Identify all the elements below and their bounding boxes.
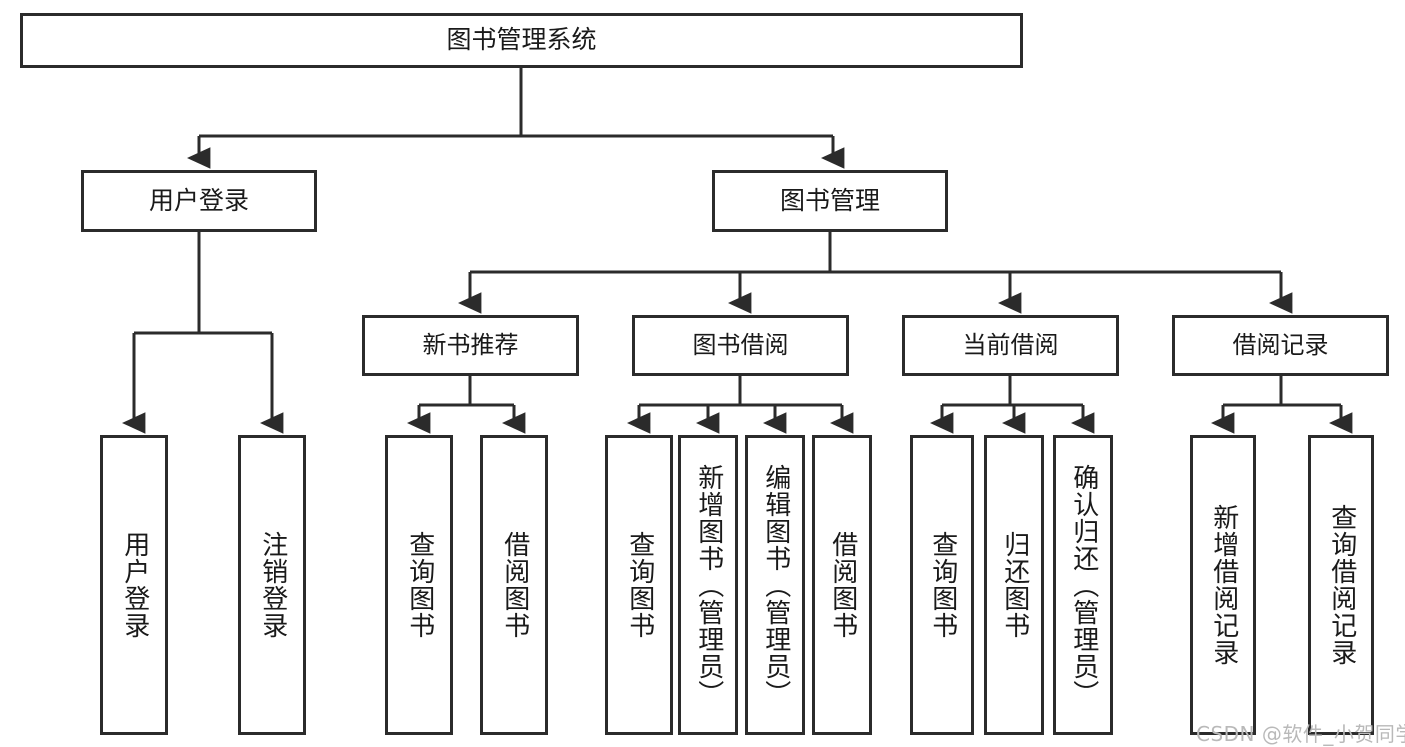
node-user-login[interactable]: 用户登录 <box>81 170 317 232</box>
node-leaf-return-book[interactable]: 归还图书 <box>984 435 1044 735</box>
node-book-manage[interactable]: 图书管理 <box>712 170 948 232</box>
node-leaf-confirm-return[interactable]: 确认归还（管理员） <box>1053 435 1113 735</box>
node-leaf-user-login-label: 用户登录 <box>119 531 150 639</box>
node-leaf-add-book[interactable]: 新增图书（管理员） <box>678 435 738 735</box>
node-book-borrow-label: 图书借阅 <box>692 330 789 359</box>
node-new-book-rec-label: 新书推荐 <box>422 330 519 359</box>
node-borrow-record-label: 借阅记录 <box>1232 330 1329 359</box>
node-leaf-user-login[interactable]: 用户登录 <box>100 435 168 735</box>
node-leaf-query-book-1-label: 查询图书 <box>404 531 435 639</box>
node-borrow-record[interactable]: 借阅记录 <box>1172 315 1389 376</box>
node-leaf-borrow-book-1-label: 借阅图书 <box>499 531 530 639</box>
node-leaf-edit-book[interactable]: 编辑图书（管理员） <box>745 435 805 735</box>
node-book-manage-label: 图书管理 <box>779 185 880 215</box>
node-leaf-return-book-label: 归还图书 <box>999 531 1030 639</box>
node-leaf-add-book-label: 新增图书（管理员） <box>693 463 724 707</box>
node-leaf-borrow-book-1[interactable]: 借阅图书 <box>480 435 548 735</box>
node-leaf-confirm-return-label: 确认归还（管理员） <box>1068 463 1099 707</box>
node-leaf-borrow-book-2[interactable]: 借阅图书 <box>812 435 872 735</box>
node-current-borrow-label: 当前借阅 <box>962 330 1059 359</box>
node-root-label: 图书管理系统 <box>446 25 597 55</box>
node-leaf-borrow-book-2-label: 借阅图书 <box>827 531 858 639</box>
node-leaf-logout-label: 注销登录 <box>257 531 288 639</box>
node-book-borrow[interactable]: 图书借阅 <box>632 315 849 376</box>
node-leaf-add-record-label: 新增借阅记录 <box>1208 504 1239 666</box>
node-user-login-label: 用户登录 <box>148 185 249 215</box>
node-new-book-rec[interactable]: 新书推荐 <box>362 315 579 376</box>
node-leaf-query-book-2-label: 查询图书 <box>624 531 655 639</box>
node-leaf-add-record[interactable]: 新增借阅记录 <box>1190 435 1256 735</box>
node-leaf-query-record-label: 查询借阅记录 <box>1326 504 1357 666</box>
csdn-watermark: CSDN @软件_小贺同学 <box>1196 722 1405 746</box>
node-current-borrow[interactable]: 当前借阅 <box>902 315 1119 376</box>
node-root[interactable]: 图书管理系统 <box>20 13 1023 68</box>
node-leaf-query-book-3-label: 查询图书 <box>927 531 958 639</box>
node-leaf-query-book-3[interactable]: 查询图书 <box>910 435 974 735</box>
node-leaf-query-book-2[interactable]: 查询图书 <box>605 435 673 735</box>
node-leaf-logout[interactable]: 注销登录 <box>238 435 306 735</box>
node-leaf-query-record[interactable]: 查询借阅记录 <box>1308 435 1374 735</box>
node-leaf-edit-book-label: 编辑图书（管理员） <box>760 463 791 707</box>
node-leaf-query-book-1[interactable]: 查询图书 <box>385 435 453 735</box>
